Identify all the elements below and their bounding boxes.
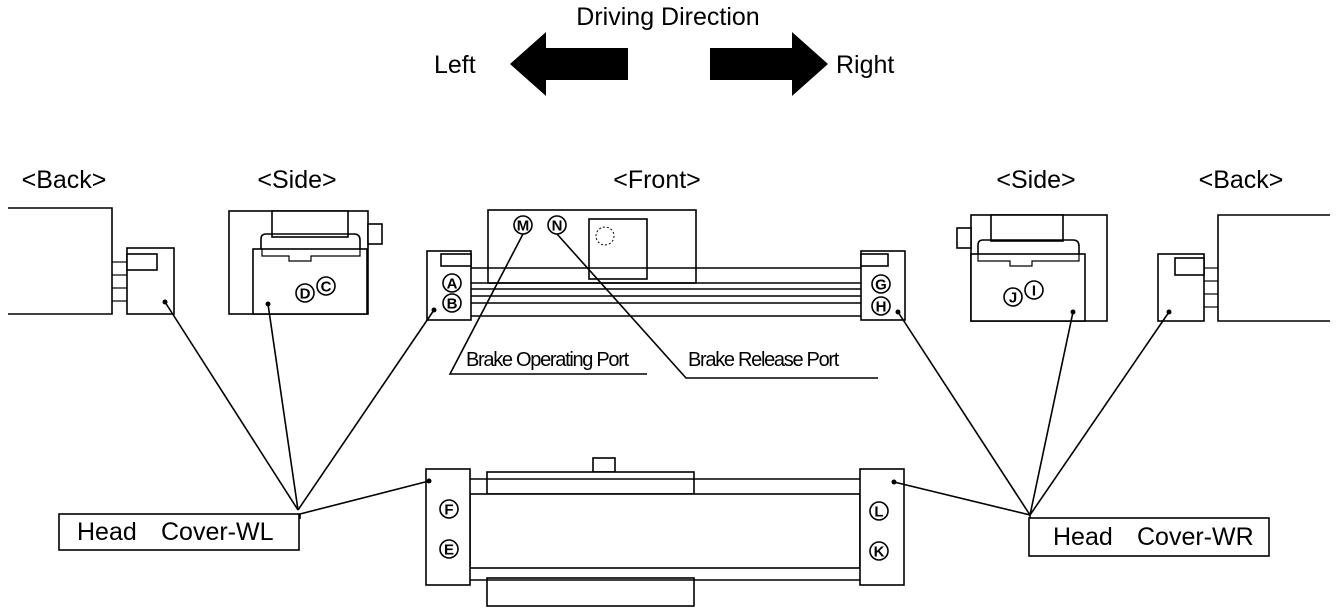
head-cover-wr-head: Head bbox=[1053, 523, 1113, 551]
head-cover-wl-cover: Cover-WL bbox=[161, 518, 274, 546]
svg-text:E: E bbox=[444, 542, 454, 559]
marker-C: C bbox=[316, 276, 336, 296]
marker-A: A bbox=[442, 273, 462, 293]
back-view-right bbox=[1157, 214, 1330, 322]
bottom-view bbox=[425, 457, 905, 607]
leader-lines-left bbox=[164, 301, 435, 519]
marker-F: F bbox=[439, 499, 459, 519]
marker-N: N bbox=[547, 215, 567, 235]
side-view-left bbox=[228, 210, 383, 315]
arrow-right-icon bbox=[710, 32, 828, 96]
svg-text:N: N bbox=[552, 218, 563, 235]
marker-D: D bbox=[295, 283, 315, 303]
view-label-back-right: <Back> bbox=[1199, 166, 1284, 194]
view-label-side-left: <Side> bbox=[257, 166, 336, 194]
head-cover-wl-label: Head Cover-WL bbox=[58, 513, 300, 551]
head-cover-wl-head: Head bbox=[77, 518, 137, 546]
svg-text:D: D bbox=[300, 286, 311, 303]
marker-L: L bbox=[869, 501, 889, 521]
svg-text:B: B bbox=[447, 296, 458, 313]
arrow-left-icon bbox=[510, 32, 628, 96]
brake-operating-leader bbox=[448, 233, 647, 375]
svg-text:H: H bbox=[876, 299, 887, 316]
back-view-left bbox=[8, 207, 175, 315]
marker-M: M bbox=[513, 215, 533, 235]
head-cover-wr-label: Head Cover-WR bbox=[1028, 517, 1270, 557]
svg-text:L: L bbox=[874, 504, 883, 521]
view-label-front: <Front> bbox=[613, 166, 701, 194]
svg-text:J: J bbox=[1009, 290, 1017, 307]
marker-B: B bbox=[442, 293, 462, 313]
svg-text:K: K bbox=[874, 544, 885, 561]
direction-left-label: Left bbox=[434, 51, 476, 79]
svg-text:A: A bbox=[447, 276, 458, 293]
svg-text:M: M bbox=[517, 218, 530, 235]
brake-release-port-label: Brake Release Port bbox=[688, 349, 840, 371]
view-label-back-left: <Back> bbox=[22, 166, 107, 194]
direction-right-label: Right bbox=[836, 51, 894, 79]
marker-E: E bbox=[439, 539, 459, 559]
marker-K: K bbox=[869, 541, 889, 561]
view-label-side-right: <Side> bbox=[996, 166, 1075, 194]
marker-I: I bbox=[1024, 280, 1044, 300]
driving-direction-title: Driving Direction bbox=[576, 3, 759, 31]
marker-H: H bbox=[871, 296, 891, 316]
front-view bbox=[426, 209, 906, 321]
leader-lines-right bbox=[893, 311, 1170, 520]
side-view-right bbox=[956, 214, 1108, 322]
svg-text:C: C bbox=[321, 279, 332, 296]
svg-text:F: F bbox=[444, 502, 453, 519]
brake-release-leader bbox=[556, 233, 878, 379]
svg-text:G: G bbox=[875, 277, 887, 294]
marker-J: J bbox=[1003, 287, 1023, 307]
svg-text:I: I bbox=[1032, 283, 1036, 300]
marker-G: G bbox=[871, 274, 891, 294]
head-cover-wr-cover: Cover-WR bbox=[1137, 523, 1254, 551]
brake-operating-port-label: Brake Operating Port bbox=[466, 349, 630, 371]
